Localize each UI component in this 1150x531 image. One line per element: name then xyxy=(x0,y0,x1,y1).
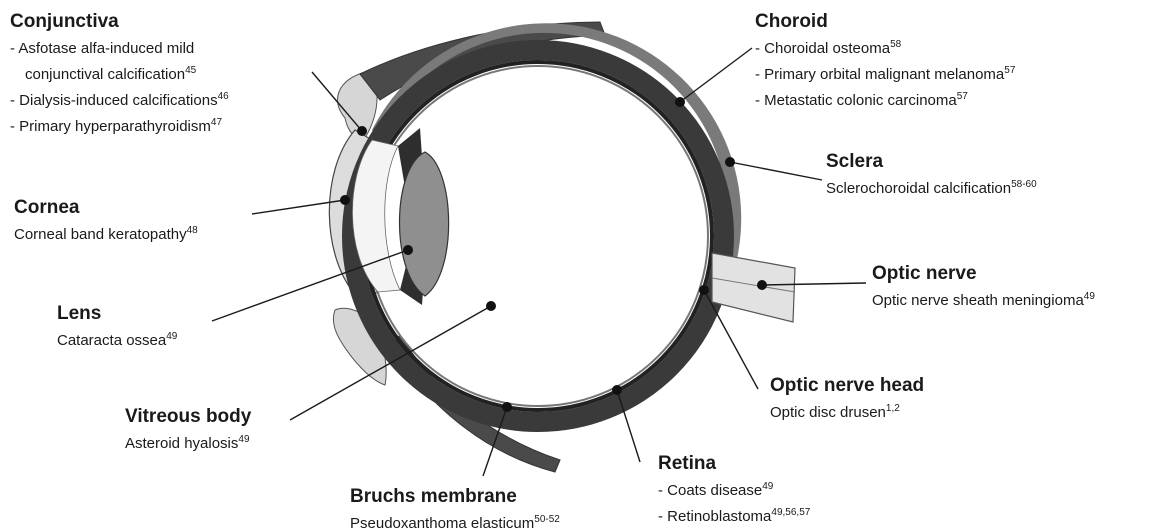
leader-sclera xyxy=(730,162,822,180)
conjunctiva-line-1: - Asfotase alfa-induced mild xyxy=(10,34,229,60)
dot-optic-head xyxy=(699,285,709,295)
cornea-line-1: Corneal band keratopathy48 xyxy=(14,220,198,246)
choroid-line-3: - Metastatic colonic carcinoma57 xyxy=(755,86,1015,112)
label-bruchs: Bruchs membrane Pseudoxanthoma elasticum… xyxy=(350,485,560,531)
dot-bruchs xyxy=(502,402,512,412)
label-conjunctiva: Conjunctiva - Asfotase alfa-induced mild… xyxy=(10,10,229,138)
label-retina: Retina - Coats disease49 - Retinoblastom… xyxy=(658,452,810,528)
conjunctiva-line-3: - Dialysis-induced calcifications46 xyxy=(10,86,229,112)
label-cornea: Cornea Corneal band keratopathy48 xyxy=(14,196,198,246)
optic-nerve-head-line-1: Optic disc drusen1,2 xyxy=(770,398,924,424)
title-optic-nerve: Optic nerve xyxy=(872,262,1095,286)
choroid-line-1: - Choroidal osteoma58 xyxy=(755,34,1015,60)
dot-retina xyxy=(612,385,622,395)
title-bruchs: Bruchs membrane xyxy=(350,485,560,509)
optic-nerve-line-1: Optic nerve sheath meningioma49 xyxy=(872,286,1095,312)
title-optic-nerve-head: Optic nerve head xyxy=(770,374,924,398)
vitreous-line-1: Asteroid hyalosis49 xyxy=(125,429,251,455)
label-vitreous: Vitreous body Asteroid hyalosis49 xyxy=(125,405,251,455)
title-retina: Retina xyxy=(658,452,810,476)
label-lens: Lens Cataracta ossea49 xyxy=(57,302,177,352)
retina-line-1: - Coats disease49 xyxy=(658,476,810,502)
dot-sclera xyxy=(725,157,735,167)
optic-nerve xyxy=(712,253,795,322)
title-conjunctiva: Conjunctiva xyxy=(10,10,229,34)
label-choroid: Choroid - Choroidal osteoma58 - Primary … xyxy=(755,10,1015,112)
label-sclera: Sclera Sclerochoroidal calcification58-6… xyxy=(826,150,1037,200)
label-optic-nerve-head: Optic nerve head Optic disc drusen1,2 xyxy=(770,374,924,424)
title-sclera: Sclera xyxy=(826,150,1037,174)
conjunctiva-line-4: - Primary hyperparathyroidism47 xyxy=(10,112,229,138)
dot-lens xyxy=(403,245,413,255)
title-lens: Lens xyxy=(57,302,177,326)
choroid-line-2: - Primary orbital malignant melanoma57 xyxy=(755,60,1015,86)
dot-vitreous xyxy=(486,301,496,311)
conjunctiva-line-2: conjunctival calcification45 xyxy=(10,60,229,86)
dot-conjunctiva xyxy=(357,126,367,136)
lens-line-1: Cataracta ossea49 xyxy=(57,326,177,352)
label-optic-nerve: Optic nerve Optic nerve sheath meningiom… xyxy=(872,262,1095,312)
retina-line-2: - Retinoblastoma49,56,57 xyxy=(658,502,810,528)
title-choroid: Choroid xyxy=(755,10,1015,34)
sclera-line-1: Sclerochoroidal calcification58-60 xyxy=(826,174,1037,200)
title-vitreous: Vitreous body xyxy=(125,405,251,429)
title-cornea: Cornea xyxy=(14,196,198,220)
dot-cornea xyxy=(340,195,350,205)
dot-optic-nerve xyxy=(757,280,767,290)
leader-choroid xyxy=(680,48,752,102)
dot-choroid xyxy=(675,97,685,107)
bruchs-line-1: Pseudoxanthoma elasticum50-52 xyxy=(350,509,560,531)
